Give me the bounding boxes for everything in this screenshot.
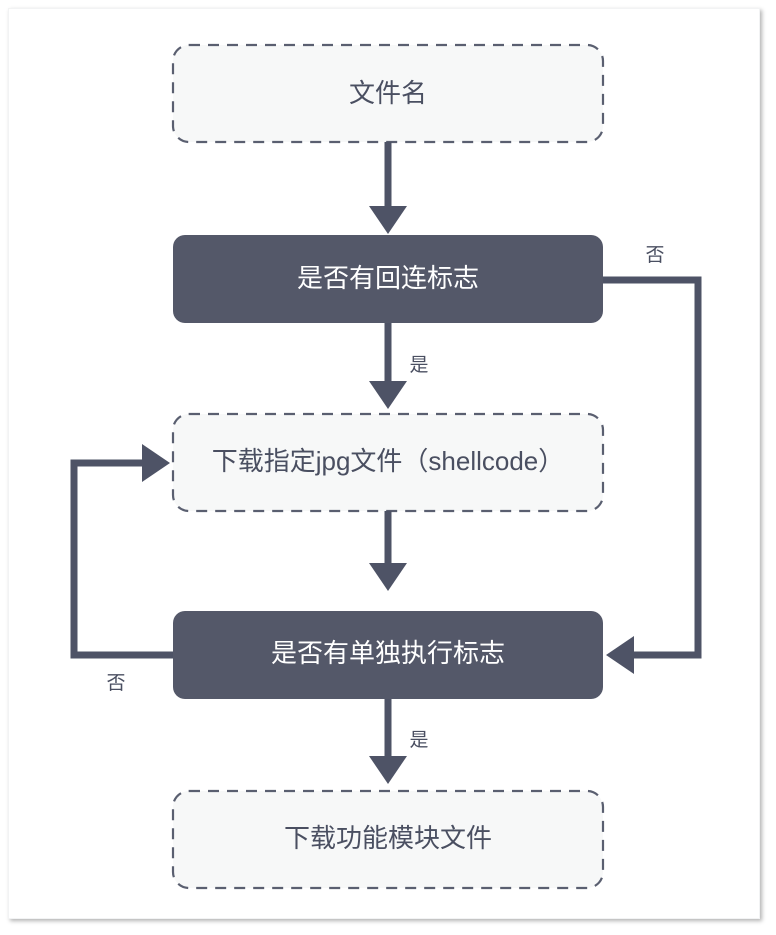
node-download-function-module[interactable]: 下载功能模块文件: [171, 789, 605, 890]
edge-download-jpg-to-standalone-arrowhead: [369, 563, 407, 591]
edge-callback-yes-label: 是: [409, 355, 428, 376]
node-has-standalone-exec-flag-box: [173, 611, 603, 699]
edge-standalone-no-loopback-line: [70, 459, 173, 659]
node-file-name-label: 文件名: [349, 78, 427, 108]
edge-callback-yes-arrowhead: [369, 381, 407, 409]
edge-filename-to-callback-arrowhead: [369, 206, 407, 234]
node-has-standalone-exec-flag-label: 是否有单独执行标志: [271, 638, 505, 668]
node-download-function-module-label: 下载功能模块文件: [284, 823, 492, 853]
node-has-callback-flag-label: 是否有回连标志: [297, 263, 479, 293]
edge-standalone-no-label: 否: [106, 673, 125, 694]
node-file-name[interactable]: 文件名: [171, 43, 605, 144]
edge-standalone-no-loopback: 否: [70, 444, 173, 694]
node-download-jpg-shellcode-label: 下载指定jpg文件（shellcode）: [212, 446, 565, 476]
edge-callback-no-label: 否: [645, 245, 664, 266]
edge-standalone-no-loopback-arrowhead: [142, 444, 170, 482]
edge-callback-no-bypass-arrowhead: [606, 636, 634, 674]
edge-standalone-yes-label: 是: [409, 730, 428, 751]
node-has-callback-flag-box: [173, 235, 603, 323]
node-download-jpg-shellcode[interactable]: 下载指定jpg文件（shellcode）: [171, 412, 605, 513]
node-download-function-module-box: [171, 789, 605, 890]
edge-standalone-yes-arrowhead: [369, 756, 407, 784]
edge-callback-no-bypass-line: [603, 276, 702, 659]
edge-standalone-yes-to-download-module: 是: [369, 699, 429, 784]
edge-callback-no-bypass: 否: [603, 245, 702, 674]
node-has-standalone-exec-flag[interactable]: 是否有单独执行标志: [173, 611, 603, 699]
edge-download-jpg-to-standalone: [369, 511, 407, 591]
edge-callback-yes-to-download-jpg: 是: [369, 323, 429, 409]
edge-filename-to-callback: [369, 142, 407, 234]
node-has-callback-flag[interactable]: 是否有回连标志: [173, 235, 603, 323]
